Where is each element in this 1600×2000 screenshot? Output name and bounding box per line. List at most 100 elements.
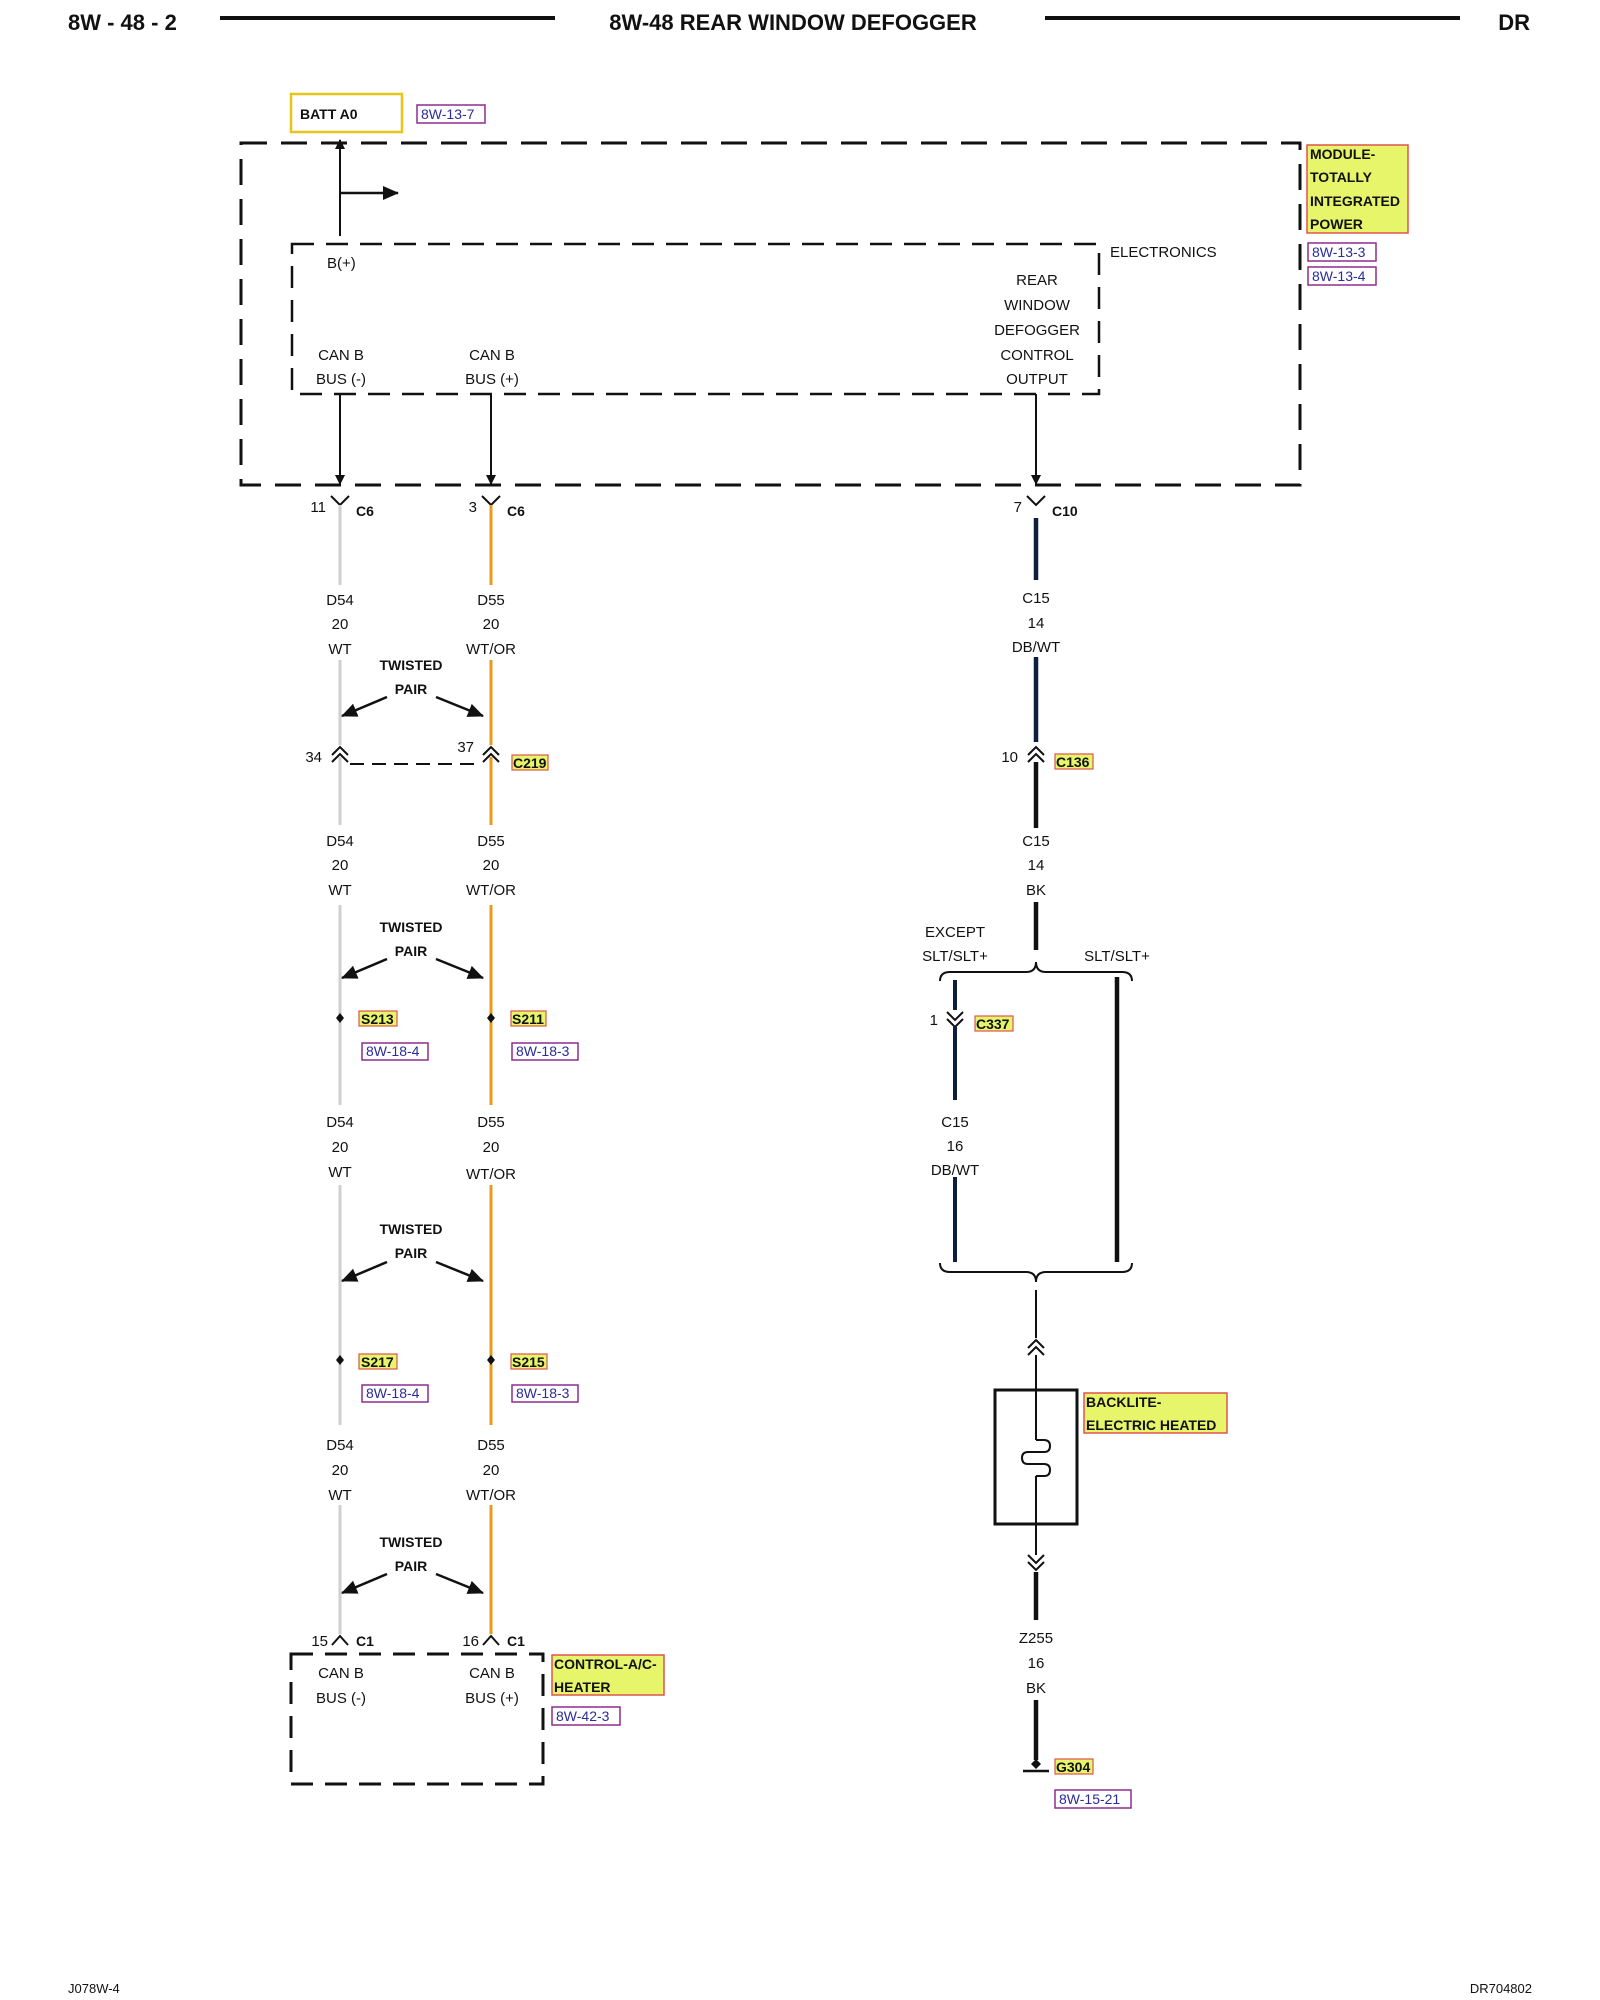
output-label-3: DEFOGGER bbox=[994, 322, 1080, 339]
branch-brace-top bbox=[939, 961, 1133, 982]
tipm-ref-1[interactable]: 8W-13-3 bbox=[1312, 244, 1366, 260]
s211-ref[interactable]: 8W-18-3 bbox=[516, 1043, 570, 1059]
d55-4-circuit: D55 bbox=[477, 1437, 505, 1454]
except-label-1: EXCEPT bbox=[925, 924, 985, 941]
batt-ref[interactable]: 8W-13-7 bbox=[421, 106, 475, 122]
c6-a-connector-symbol bbox=[330, 495, 350, 507]
z255-gauge: 16 bbox=[1028, 1655, 1045, 1672]
c219-a-pin: 34 bbox=[305, 749, 322, 766]
s217-highlight bbox=[358, 1353, 398, 1370]
s215-name[interactable]: S215 bbox=[512, 1354, 545, 1370]
hvac-module-box bbox=[289, 1652, 545, 1786]
d54-2-color: WT bbox=[328, 882, 351, 899]
c1-b-name[interactable]: C1 bbox=[507, 1633, 525, 1649]
batt-ref-box bbox=[416, 104, 486, 124]
tipm-name-suffix: ELECTRONICS bbox=[1110, 244, 1217, 261]
d55-3-gauge: 20 bbox=[483, 1139, 500, 1156]
twisted-pair-4-line2: PAIR bbox=[395, 1558, 427, 1574]
twisted-pair-2-arrow-right bbox=[435, 957, 484, 980]
twisted-pair-3-line2: PAIR bbox=[395, 1245, 427, 1261]
c219-name[interactable]: C219 bbox=[513, 755, 547, 771]
backlite-name-box bbox=[1083, 1392, 1228, 1434]
c15-3-color: DB/WT bbox=[931, 1162, 979, 1179]
s217-splice-dot bbox=[336, 1355, 344, 1365]
s211-ref-box bbox=[511, 1042, 579, 1061]
s213-splice-dot bbox=[336, 1013, 344, 1023]
d55-2-gauge: 20 bbox=[483, 857, 500, 874]
c6-b-name[interactable]: C6 bbox=[507, 503, 525, 519]
ground-name[interactable]: G304 bbox=[1056, 1759, 1090, 1775]
output-label-4: CONTROL bbox=[1000, 347, 1073, 364]
twisted-pair-4-arrow-right bbox=[435, 1572, 484, 1595]
tipm-ref-2[interactable]: 8W-13-4 bbox=[1312, 268, 1366, 284]
c6-b-pin: 3 bbox=[469, 499, 477, 516]
c219-a-connector-symbol bbox=[331, 745, 349, 763]
batt-a0-label[interactable]: BATT A0 bbox=[300, 106, 358, 122]
ground-ref-box bbox=[1054, 1789, 1132, 1809]
bplus-label: B(+) bbox=[327, 255, 356, 272]
c6-b-connector-symbol bbox=[481, 495, 501, 507]
g304-highlight bbox=[1054, 1758, 1094, 1775]
output-label-1: REAR bbox=[1016, 272, 1058, 289]
c10-name[interactable]: C10 bbox=[1052, 503, 1078, 519]
c10-connector-symbol bbox=[1026, 495, 1046, 507]
slt-label: SLT/SLT+ bbox=[1084, 948, 1150, 965]
ground-ref[interactable]: 8W-15-21 bbox=[1059, 1791, 1120, 1807]
c15-2-color: BK bbox=[1026, 882, 1046, 899]
hvac-can-plus-1: CAN B bbox=[469, 1665, 515, 1682]
output-label-2: WINDOW bbox=[1004, 297, 1071, 314]
tipm-outer-box bbox=[239, 141, 1302, 487]
d54-2-gauge: 20 bbox=[332, 857, 349, 874]
backlite-name-line-1: BACKLITE- bbox=[1086, 1394, 1162, 1410]
s215-highlight bbox=[510, 1353, 548, 1370]
c1-b-connector-symbol bbox=[482, 1634, 500, 1646]
c15-2-circuit: C15 bbox=[1022, 833, 1050, 850]
tipm-can-plus-2: BUS (+) bbox=[465, 371, 519, 388]
c15-1-color: DB/WT bbox=[1012, 639, 1060, 656]
d55-4-color: WT/OR bbox=[466, 1487, 516, 1504]
d55-1-gauge: 20 bbox=[483, 616, 500, 633]
tipm-name-line-2: TOTALLY bbox=[1310, 169, 1373, 185]
tipm-name-line-3: INTEGRATED bbox=[1310, 193, 1400, 209]
hvac-can-plus-2: BUS (+) bbox=[465, 1690, 519, 1707]
page-title: 8W-48 REAR WINDOW DEFOGGER bbox=[609, 10, 977, 35]
branch-brace-bottom bbox=[939, 1262, 1133, 1283]
c6-a-name[interactable]: C6 bbox=[356, 503, 374, 519]
hvac-ref[interactable]: 8W-42-3 bbox=[556, 1708, 610, 1724]
s213-ref[interactable]: 8W-18-4 bbox=[366, 1043, 420, 1059]
d55-1-circuit: D55 bbox=[477, 592, 505, 609]
s215-ref[interactable]: 8W-18-3 bbox=[516, 1385, 570, 1401]
c1-a-name[interactable]: C1 bbox=[356, 1633, 374, 1649]
s211-name[interactable]: S211 bbox=[512, 1011, 544, 1027]
twisted-pair-4-arrow-left bbox=[341, 1572, 388, 1595]
c219-b-pin: 37 bbox=[457, 739, 474, 756]
c337-pin: 1 bbox=[930, 1012, 938, 1029]
twisted-pair-1-line1: TWISTED bbox=[380, 657, 443, 673]
c337-name[interactable]: C337 bbox=[976, 1016, 1010, 1032]
twisted-pair-2-arrow-left bbox=[341, 957, 388, 980]
c15-1-circuit: C15 bbox=[1022, 590, 1050, 607]
c136-name[interactable]: C136 bbox=[1056, 754, 1090, 770]
c337-connector-symbol bbox=[946, 1011, 964, 1029]
s211-highlight bbox=[510, 1010, 547, 1027]
c136-pin: 10 bbox=[1001, 749, 1018, 766]
s213-name[interactable]: S213 bbox=[361, 1011, 394, 1027]
d55-4-gauge: 20 bbox=[483, 1462, 500, 1479]
d55-1-color: WT/OR bbox=[466, 641, 516, 658]
hvac-ref-box bbox=[551, 1706, 621, 1726]
page-code: 8W - 48 - 2 bbox=[68, 10, 177, 35]
model-code: DR bbox=[1498, 10, 1530, 35]
d54-4-circuit: D54 bbox=[326, 1437, 354, 1454]
twisted-pair-1-arrow-right bbox=[435, 695, 484, 718]
d54-4-gauge: 20 bbox=[332, 1462, 349, 1479]
z255-circuit: Z255 bbox=[1019, 1630, 1053, 1647]
tipm-ref-box-1 bbox=[1307, 242, 1377, 262]
tipm-name-box bbox=[1306, 144, 1409, 234]
tipm-can-minus-2: BUS (-) bbox=[316, 371, 366, 388]
hvac-name-line-2: HEATER bbox=[554, 1679, 611, 1695]
d54-3-gauge: 20 bbox=[332, 1139, 349, 1156]
batt-a0-box bbox=[289, 92, 404, 134]
tipm-electronics-box bbox=[290, 242, 1101, 396]
s217-name[interactable]: S217 bbox=[361, 1354, 394, 1370]
s217-ref[interactable]: 8W-18-4 bbox=[366, 1385, 420, 1401]
